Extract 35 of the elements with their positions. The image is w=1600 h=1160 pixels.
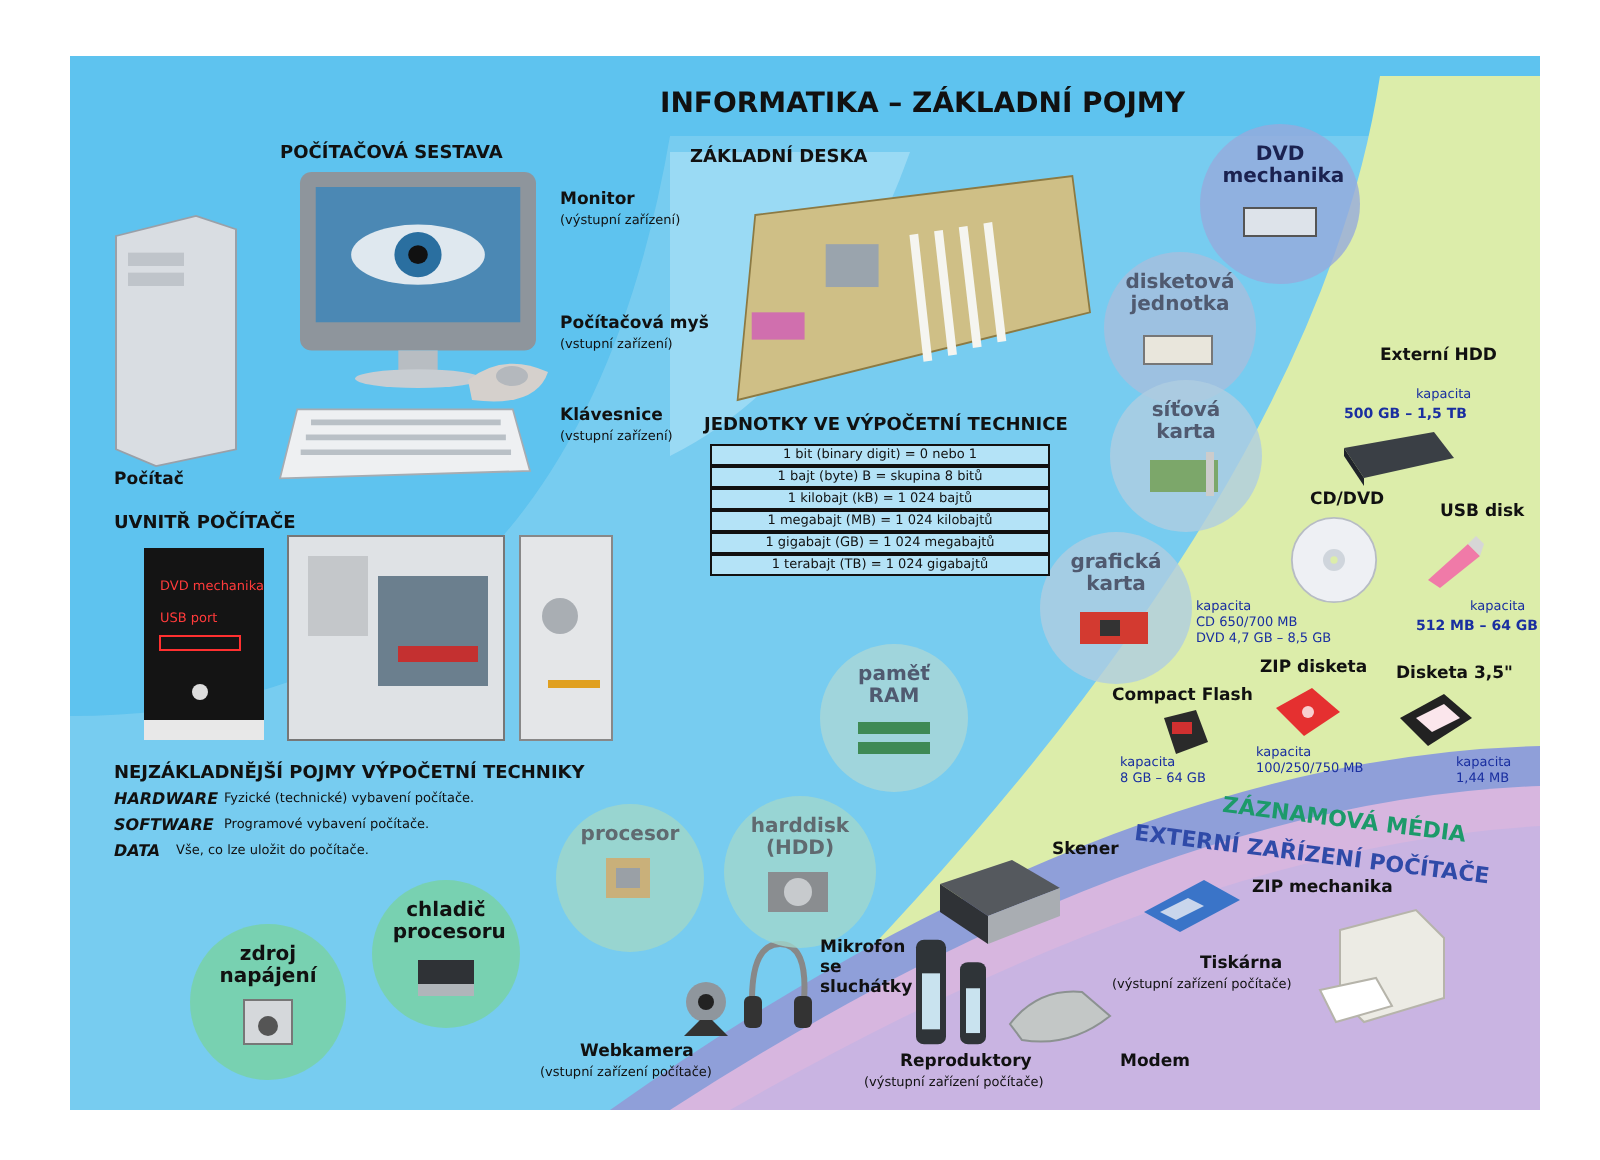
device-name: procesor xyxy=(580,824,680,846)
item-label: Reproduktory xyxy=(900,1054,1032,1074)
device-name: chladič procesoru xyxy=(392,900,500,944)
item-label: ZIP mechanika xyxy=(1252,880,1393,900)
term-label: HARDWARE xyxy=(114,790,219,809)
section-heading: ZÁKLADNÍ DESKA xyxy=(690,148,868,169)
device-name: zdroj napájení xyxy=(217,944,319,988)
item-label: Klávesnice xyxy=(560,408,663,428)
item-label: Mikrofon se sluchátky xyxy=(820,940,915,999)
device-name: paměť RAM xyxy=(856,664,932,708)
section-heading: POČÍTAČOVÁ SESTAVA xyxy=(280,144,503,165)
item-label: Monitor xyxy=(560,192,635,212)
device-name: DVD mechanika xyxy=(1222,144,1338,188)
poster-title: INFORMATIKA – ZÁKLADNÍ POJMY xyxy=(660,88,1185,120)
section-heading: UVNITŘ POČÍTAČE xyxy=(114,514,296,535)
section-heading: JEDNOTKY VE VÝPOČETNÍ TECHNICE xyxy=(704,416,1068,437)
item-label: Externí HDD xyxy=(1380,348,1497,368)
device-name: síťová karta xyxy=(1149,400,1223,444)
item-label: Skener xyxy=(1052,842,1119,862)
term-label: SOFTWARE xyxy=(114,816,214,835)
item-label: Modem xyxy=(1120,1054,1191,1074)
item-label: Webkamera xyxy=(580,1044,694,1064)
item-label: Počítačová myš xyxy=(560,316,709,336)
item-label: Compact Flash xyxy=(1112,688,1253,708)
item-label: ZIP disketa xyxy=(1260,660,1368,680)
item-label: CD/DVD xyxy=(1310,492,1385,512)
section-heading: NEJZÁKLADNĚJŠÍ POJMY VÝPOČETNÍ TECHNIKY xyxy=(114,764,585,785)
device-name: disketová jednotka xyxy=(1125,272,1235,316)
item-label: Tiskárna xyxy=(1200,956,1283,976)
device-name: harddisk (HDD) xyxy=(748,816,852,860)
item-label: USB disk xyxy=(1440,504,1525,524)
item-label: Disketa 3,5" xyxy=(1396,666,1513,686)
device-name: grafická karta xyxy=(1068,552,1164,596)
term-label: DATA xyxy=(114,842,161,861)
item-label: Počítač xyxy=(114,472,184,492)
